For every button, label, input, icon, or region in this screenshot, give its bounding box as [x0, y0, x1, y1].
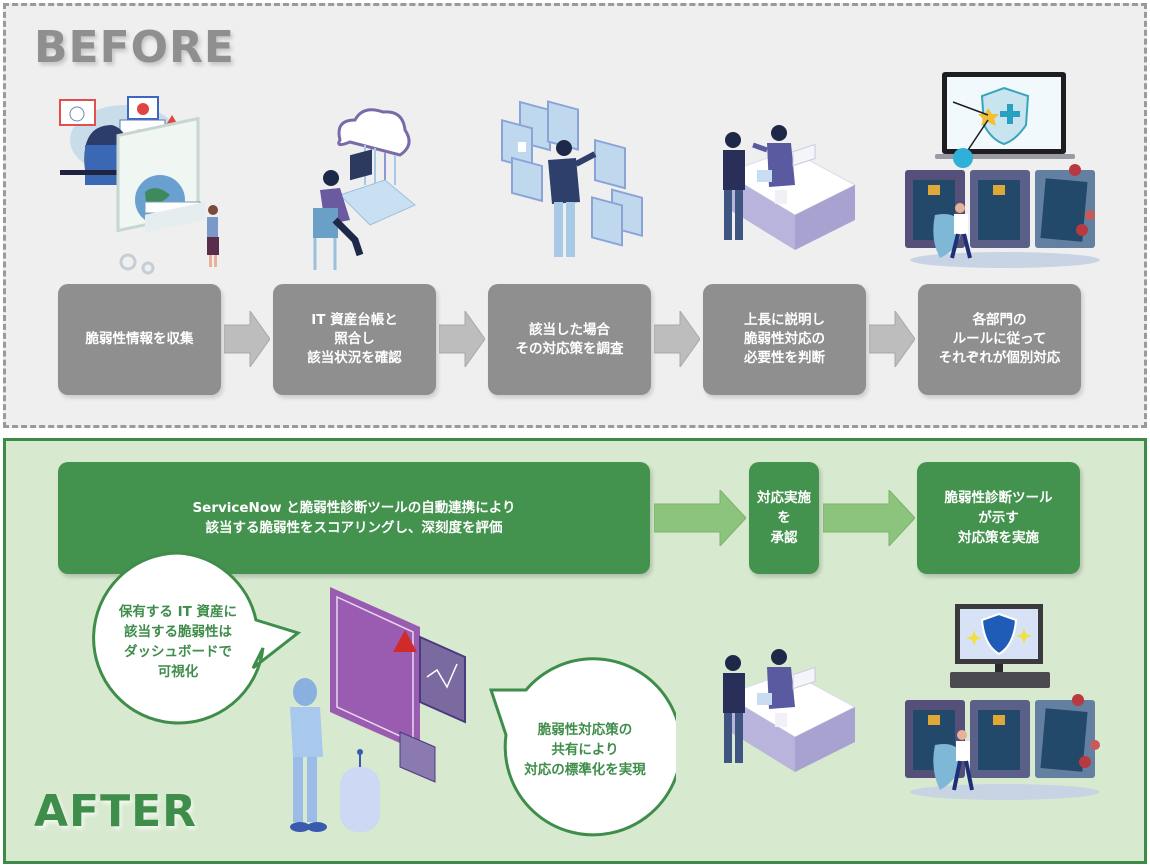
before-arrow-1: [224, 311, 270, 367]
laptop-shield-servers-illustration: [905, 72, 1100, 268]
after-step-approve: 対応実施 を 承認: [749, 462, 819, 574]
desk-meeting-illustration: [723, 125, 857, 250]
person-with-app-icons-illustration: [501, 100, 643, 257]
bubble-dashboard-text: 保有する IT 資産に 該当する脆弱性は ダッシュボードで 可視化: [118, 604, 238, 680]
bubble-standardization-text: 脆弱性対応策の 共有により 対応の標準化を実現: [524, 722, 646, 778]
before-arrow-3: [654, 311, 700, 367]
before-title: BEFORE: [34, 22, 235, 73]
after-desk-meeting-illustration: [723, 649, 857, 772]
after-title: AFTER: [34, 786, 198, 837]
before-step-collect-info: 脆弱性情報を収集: [58, 284, 221, 395]
hacker-and-search-illustration: [59, 96, 219, 275]
before-arrow-2: [439, 311, 485, 367]
speech-bubble-standardization: [488, 657, 676, 837]
speech-bubble-dashboard: [92, 551, 302, 725]
after-arrow-1: [654, 490, 746, 546]
before-step-check-asset-ledger: IT 資産台帳と 照合し 該当状況を確認: [273, 284, 436, 395]
after-arrow-2: [823, 490, 915, 546]
before-step-individual-response: 各部門の ルールに従って それぞれが個別対応: [918, 284, 1081, 395]
robots-dashboard-illustration: [290, 587, 466, 832]
after-step-implement: 脆弱性診断ツール が示す 対応策を実施: [917, 462, 1080, 574]
before-arrow-4: [869, 311, 915, 367]
desktop-shield-servers-illustration: [905, 604, 1100, 800]
cloud-desk-worker-illustration: [313, 108, 416, 270]
before-step-research-countermeasures: 該当した場合 その対応策を調査: [488, 284, 651, 395]
before-step-explain-to-manager: 上長に説明し 脆弱性対応の 必要性を判断: [703, 284, 866, 395]
